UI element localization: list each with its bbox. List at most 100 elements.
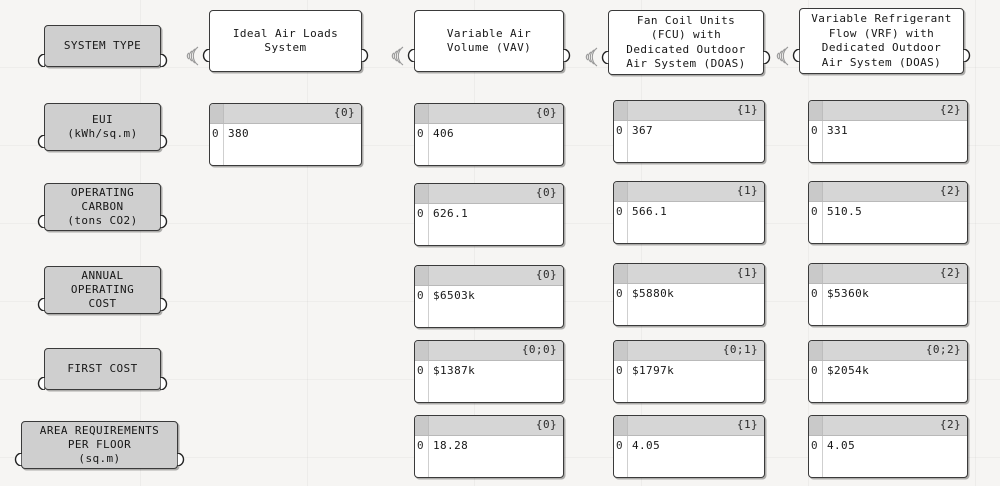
input-nub-icon[interactable] (791, 35, 800, 62)
item-index: 0 (811, 439, 819, 452)
input-nub-icon[interactable] (406, 35, 415, 62)
data-panel-body: 0 4.05 (809, 436, 967, 477)
label-panel-area-requirements[interactable]: AREA REQUIREMENTS PER FLOOR (sq.m) (14, 421, 185, 469)
data-panel-body: 0 4.05 (614, 436, 764, 477)
output-nub-icon[interactable] (160, 363, 169, 390)
input-nub-icon[interactable] (36, 201, 45, 228)
data-panel-area-requirements-vrf-doas[interactable]: {2} 0 4.05 (808, 415, 968, 478)
output-nub-icon[interactable] (563, 202, 564, 215)
output-nub-icon[interactable] (764, 119, 765, 132)
index-gutter (415, 286, 429, 327)
item-index: 0 (811, 287, 819, 300)
system-name-panel-fcu-doas[interactable]: Fan Coil Units (FCU) with Dedicated Outd… (585, 10, 771, 75)
data-panel-first-cost-vrf-doas[interactable]: {0;2} 0 $2054k (808, 340, 968, 403)
output-nub-icon[interactable] (967, 282, 968, 295)
system-name-text: Variable Air Volume (VAV) (446, 26, 532, 55)
system-name-panel-ideal-air-loads[interactable]: Ideal Air Loads System (186, 10, 369, 72)
item-index: 0 (417, 207, 425, 220)
label-panel-first-cost[interactable]: FIRST COST (37, 348, 168, 390)
data-panel-operating-carbon-fcu-doas[interactable]: {1} 0 566.1 (613, 181, 765, 244)
data-panel-eui-vav[interactable]: {0} 0 406 (414, 103, 564, 166)
index-gutter (809, 436, 823, 477)
output-nub-icon[interactable] (963, 35, 972, 62)
item-index: 0 (417, 364, 425, 377)
header-gutter (614, 182, 628, 201)
input-nub-icon[interactable] (36, 284, 45, 311)
data-panel-operating-carbon-vrf-doas[interactable]: {2} 0 510.5 (808, 181, 968, 244)
header-gutter (809, 341, 823, 360)
output-nub-icon[interactable] (160, 121, 169, 148)
label-panel-eui[interactable]: EUI (kWh/sq.m) (37, 103, 168, 151)
output-nub-icon[interactable] (160, 40, 169, 67)
output-nub-icon[interactable] (563, 122, 564, 135)
data-panel-area-requirements-vav[interactable]: {0} 0 18.28 (414, 415, 564, 478)
label-panel-annual-operating-cost[interactable]: ANNUAL OPERATING COST (37, 266, 168, 314)
index-gutter (210, 124, 224, 165)
header-gutter (210, 104, 224, 123)
output-nub-icon[interactable] (177, 439, 186, 466)
output-nub-icon[interactable] (361, 35, 370, 62)
header-gutter (614, 416, 628, 435)
data-panel-header: {0} (415, 104, 563, 124)
item-value: $2054k (827, 364, 870, 377)
output-nub-icon[interactable] (764, 282, 765, 295)
data-panel-first-cost-fcu-doas[interactable]: {0;1} 0 $1797k (613, 340, 765, 403)
header-gutter (809, 182, 823, 201)
input-nub-icon[interactable] (36, 121, 45, 148)
input-nub-icon[interactable] (36, 363, 45, 390)
system-name-panel-vav[interactable]: Variable Air Volume (VAV) (391, 10, 571, 72)
output-nub-icon[interactable] (160, 201, 169, 228)
index-gutter (614, 121, 628, 162)
label-panel-system-type[interactable]: SYSTEM TYPE (37, 25, 168, 67)
output-nub-icon[interactable] (160, 284, 169, 311)
label-text: OPERATING CARBON (tons CO2) (67, 186, 138, 227)
data-panel-header: {0} (415, 184, 563, 204)
header-gutter (415, 266, 429, 285)
data-path-label: {2} (939, 418, 961, 431)
data-path-label: {0} (535, 418, 557, 431)
data-panel-area-requirements-fcu-doas[interactable]: {1} 0 4.05 (613, 415, 765, 478)
output-nub-icon[interactable] (967, 200, 968, 213)
data-panel-eui-ideal-air-loads[interactable]: {0} 0 380 (209, 103, 362, 166)
label-panel-operating-carbon[interactable]: OPERATING CARBON (tons CO2) (37, 183, 168, 231)
hidden-wire-icon (583, 30, 599, 67)
data-panel-header: {2} (809, 182, 967, 202)
input-nub-icon[interactable] (600, 36, 609, 64)
item-value: $5880k (632, 287, 675, 300)
data-panel-eui-fcu-doas[interactable]: {1} 0 367 (613, 100, 765, 163)
input-nub-icon[interactable] (13, 439, 22, 466)
data-panel-eui-vrf-doas[interactable]: {2} 0 331 (808, 100, 968, 163)
output-nub-icon[interactable] (967, 359, 968, 372)
data-panel-first-cost-vav[interactable]: {0;0} 0 $1387k (414, 340, 564, 403)
item-index: 0 (811, 124, 819, 137)
data-panel-header: {2} (809, 264, 967, 284)
output-nub-icon[interactable] (563, 35, 572, 62)
item-index: 0 (417, 289, 425, 302)
index-gutter (614, 202, 628, 243)
item-index: 0 (811, 205, 819, 218)
data-path-label: {1} (736, 418, 758, 431)
output-nub-icon[interactable] (763, 36, 772, 64)
output-nub-icon[interactable] (563, 359, 564, 372)
output-nub-icon[interactable] (563, 284, 564, 297)
data-panel-operating-carbon-vav[interactable]: {0} 0 626.1 (414, 183, 564, 246)
data-panel-annual-operating-cost-fcu-doas[interactable]: {1} 0 $5880k (613, 263, 765, 326)
item-index: 0 (212, 127, 220, 140)
data-panel-annual-operating-cost-vav[interactable]: {0} 0 $6503k (414, 265, 564, 328)
output-nub-icon[interactable] (361, 122, 362, 135)
data-panel-body: 0 380 (210, 124, 361, 165)
output-nub-icon[interactable] (967, 119, 968, 132)
input-nub-icon[interactable] (201, 35, 210, 62)
data-panel-header: {0;2} (809, 341, 967, 361)
output-nub-icon[interactable] (764, 359, 765, 372)
hidden-wire-icon (774, 28, 790, 65)
output-nub-icon[interactable] (967, 434, 968, 447)
data-panel-annual-operating-cost-vrf-doas[interactable]: {2} 0 $5360k (808, 263, 968, 326)
system-name-panel-vrf-doas[interactable]: Variable Refrigerant Flow (VRF) with Ded… (776, 8, 971, 74)
input-nub-icon[interactable] (36, 40, 45, 67)
output-nub-icon[interactable] (764, 200, 765, 213)
output-nub-icon[interactable] (764, 434, 765, 447)
hidden-wire-icon (389, 28, 405, 65)
output-nub-icon[interactable] (563, 434, 564, 447)
